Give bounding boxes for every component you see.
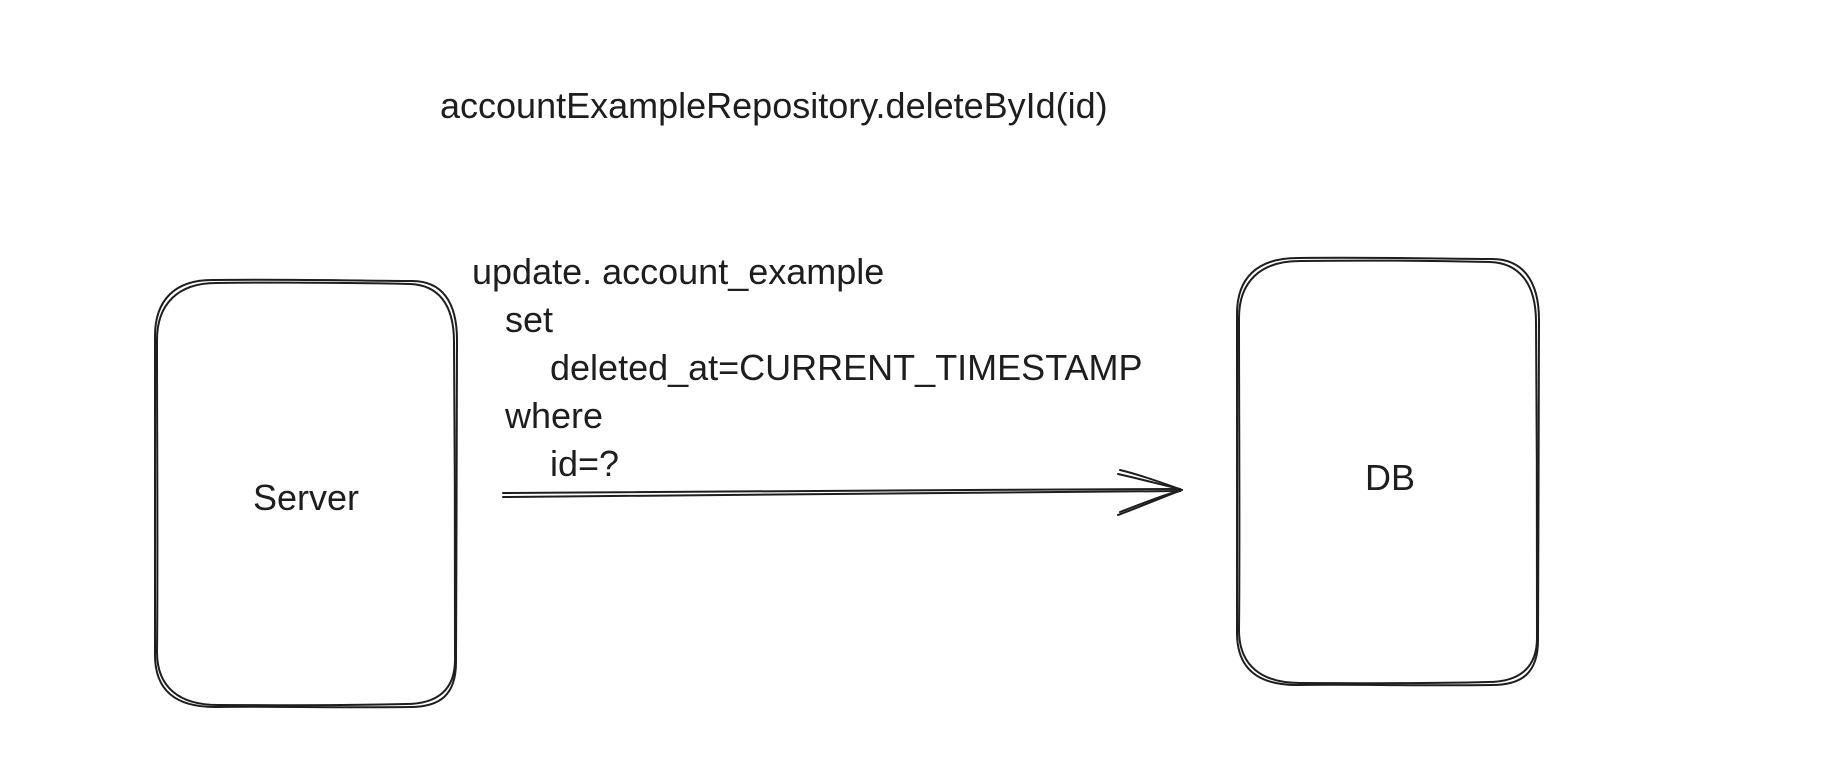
db-box[interactable] [1235,256,1541,687]
server-box[interactable] [153,278,459,709]
diagram-title: accountExampleRepository.deleteById(id) [440,85,1108,126]
arrow-server-to-db[interactable] [502,469,1183,516]
sql-line-set: set [505,299,554,340]
sql-annotation: update. account_example set deleted_at=C… [472,248,1143,488]
sql-line-update: update. account_example [472,251,885,292]
sql-line-where: where [505,395,604,436]
sql-line-deleted-at: deleted_at=CURRENT_TIMESTAMP [550,347,1143,388]
server-label: Server [252,477,360,518]
db-label: DB [1364,457,1415,498]
sql-line-id: id=? [550,443,620,484]
